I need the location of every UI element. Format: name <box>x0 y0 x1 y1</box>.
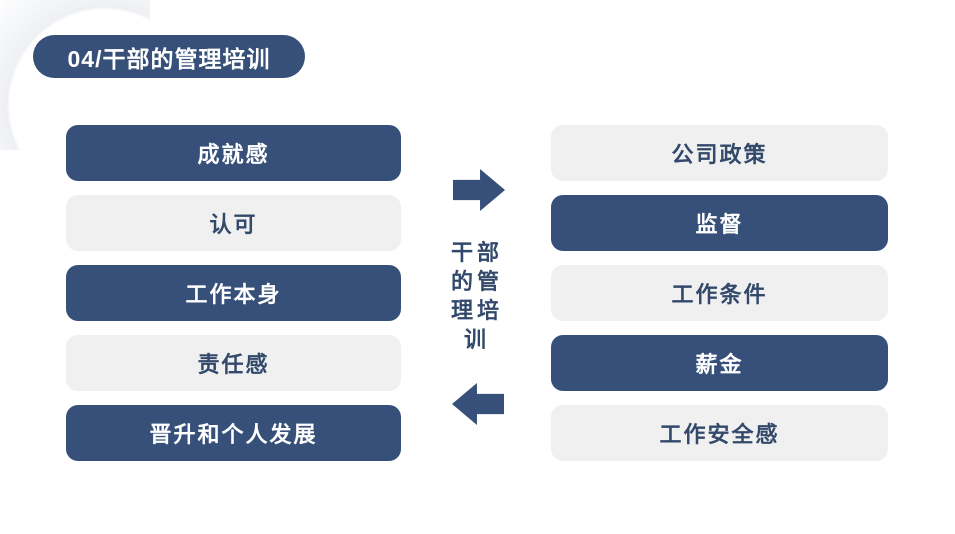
list-item: 成就感 <box>66 125 401 181</box>
section-title: 04/干部的管理培训 <box>67 45 271 72</box>
list-item: 薪金 <box>551 335 888 391</box>
list-item: 工作本身 <box>66 265 401 321</box>
list-item-label: 责任感 <box>197 352 270 377</box>
list-item: 公司政策 <box>551 125 888 181</box>
list-item-label: 工作条件 <box>671 282 768 307</box>
list-item: 责任感 <box>66 335 401 391</box>
list-item-label: 工作安全感 <box>659 422 780 447</box>
list-item: 监督 <box>551 195 888 251</box>
list-item-label: 成就感 <box>197 142 270 167</box>
list-item-label: 晋升和个人发展 <box>149 422 318 447</box>
list-item-label: 认可 <box>209 212 258 237</box>
list-item: 工作条件 <box>551 265 888 321</box>
left-arrow-icon <box>452 383 504 425</box>
right-factor-column: 公司政策 监督 工作条件 薪金 工作安全感 <box>551 125 888 461</box>
left-factor-column: 成就感 认可 工作本身 责任感 晋升和个人发展 <box>66 125 401 461</box>
list-item: 工作安全感 <box>551 405 888 461</box>
section-title-badge: 04/干部的管理培训 <box>33 35 305 78</box>
list-item: 认可 <box>66 195 401 251</box>
list-item-label: 公司政策 <box>671 142 768 167</box>
center-label: 干部的管理培训 <box>450 240 503 352</box>
list-item: 晋升和个人发展 <box>66 405 401 461</box>
list-item-label: 薪金 <box>695 352 744 377</box>
list-item-label: 工作本身 <box>185 282 282 307</box>
list-item-label: 监督 <box>695 212 744 237</box>
right-arrow-icon <box>453 169 505 211</box>
